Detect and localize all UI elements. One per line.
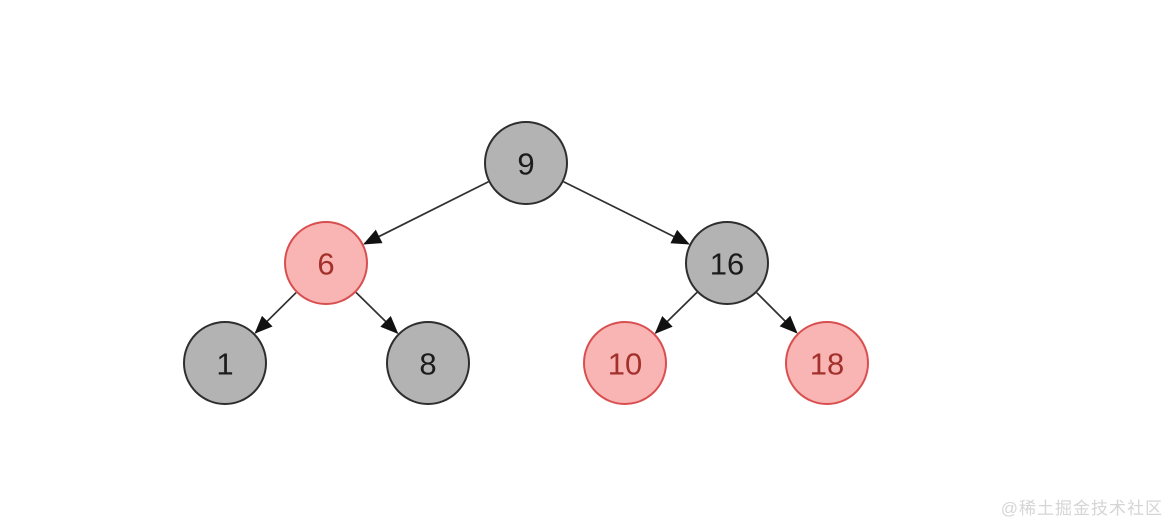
tree-node-label-16: 16: [710, 247, 744, 282]
tree-node-label-9: 9: [517, 147, 534, 182]
tree-edge-6-1: [254, 291, 297, 334]
tree-node-6: 6: [284, 221, 368, 305]
tree-node-label-10: 10: [608, 347, 642, 382]
tree-node-circle-16: [685, 221, 769, 305]
tree-node-label-8: 8: [419, 347, 436, 382]
tree-node-1: 1: [183, 321, 267, 405]
watermark-text: @稀土掘金技术社区: [1000, 499, 1163, 518]
tree-node-10: 10: [583, 321, 667, 405]
tree-node-label-6: 6: [317, 247, 334, 282]
tree-edge-9-6: [363, 181, 489, 245]
tree-node-circle-6: [284, 221, 368, 305]
tree-node-18: 18: [785, 321, 869, 405]
tree-node-circle-1: [183, 321, 267, 405]
tree-node-label-1: 1: [216, 347, 233, 382]
tree-edge-16-10: [654, 291, 698, 334]
tree-node-circle-18: [785, 321, 869, 405]
tree-node-8: 8: [386, 321, 470, 405]
tree-node-circle-9: [484, 121, 568, 205]
tree-edge-6-8: [355, 291, 399, 334]
tree-node-label-18: 18: [810, 347, 844, 382]
tree-node-circle-8: [386, 321, 470, 405]
tree-node-circle-10: [583, 321, 667, 405]
tree-node-16: 16: [685, 221, 769, 305]
tree-edge-9-16: [563, 180, 690, 245]
tree-node-9: 9: [484, 121, 568, 205]
tree-edge-16-18: [756, 292, 798, 334]
